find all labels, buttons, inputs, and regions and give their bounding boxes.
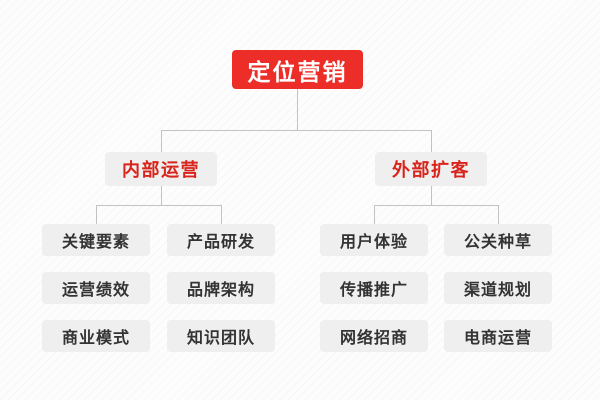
leaf-node-知识团队[interactable]: 知识团队 <box>167 320 275 352</box>
leaf-node-公关种草[interactable]: 公关种草 <box>444 224 552 256</box>
leaf-node-用户体验[interactable]: 用户体验 <box>320 224 428 256</box>
connector-branch-right-drop-col2 <box>374 205 375 224</box>
connector-branch-right-drop-col3 <box>498 205 499 224</box>
connector-root-drop-left <box>161 130 162 152</box>
root-node-定位营销[interactable]: 定位营销 <box>232 50 363 89</box>
leaf-node-品牌架构[interactable]: 品牌架构 <box>167 272 275 304</box>
leaf-node-运营绩效[interactable]: 运营绩效 <box>42 272 150 304</box>
connector-branch-right-trunk <box>431 186 432 205</box>
leaf-node-产品研发[interactable]: 产品研发 <box>167 224 275 256</box>
connector-root-bar <box>161 130 432 131</box>
leaf-node-电商运营[interactable]: 电商运营 <box>444 320 552 352</box>
leaf-node-关键要素[interactable]: 关键要素 <box>42 224 150 256</box>
connector-branch-left-drop-col0 <box>96 205 97 224</box>
connector-root-drop-right <box>431 130 432 152</box>
leaf-node-商业模式[interactable]: 商业模式 <box>42 320 150 352</box>
leaf-node-渠道规划[interactable]: 渠道规划 <box>444 272 552 304</box>
leaf-node-传播推广[interactable]: 传播推广 <box>320 272 428 304</box>
branch-node-外部扩客[interactable]: 外部扩客 <box>375 152 487 186</box>
connector-root-trunk <box>297 89 298 130</box>
connector-branch-left-trunk <box>161 186 162 205</box>
connector-branch-right-bar <box>374 205 498 206</box>
leaf-node-网络招商[interactable]: 网络招商 <box>320 320 428 352</box>
branch-node-内部运营[interactable]: 内部运营 <box>105 152 217 186</box>
connector-branch-left-bar <box>96 205 222 206</box>
connector-branch-left-drop-col1 <box>221 205 222 224</box>
